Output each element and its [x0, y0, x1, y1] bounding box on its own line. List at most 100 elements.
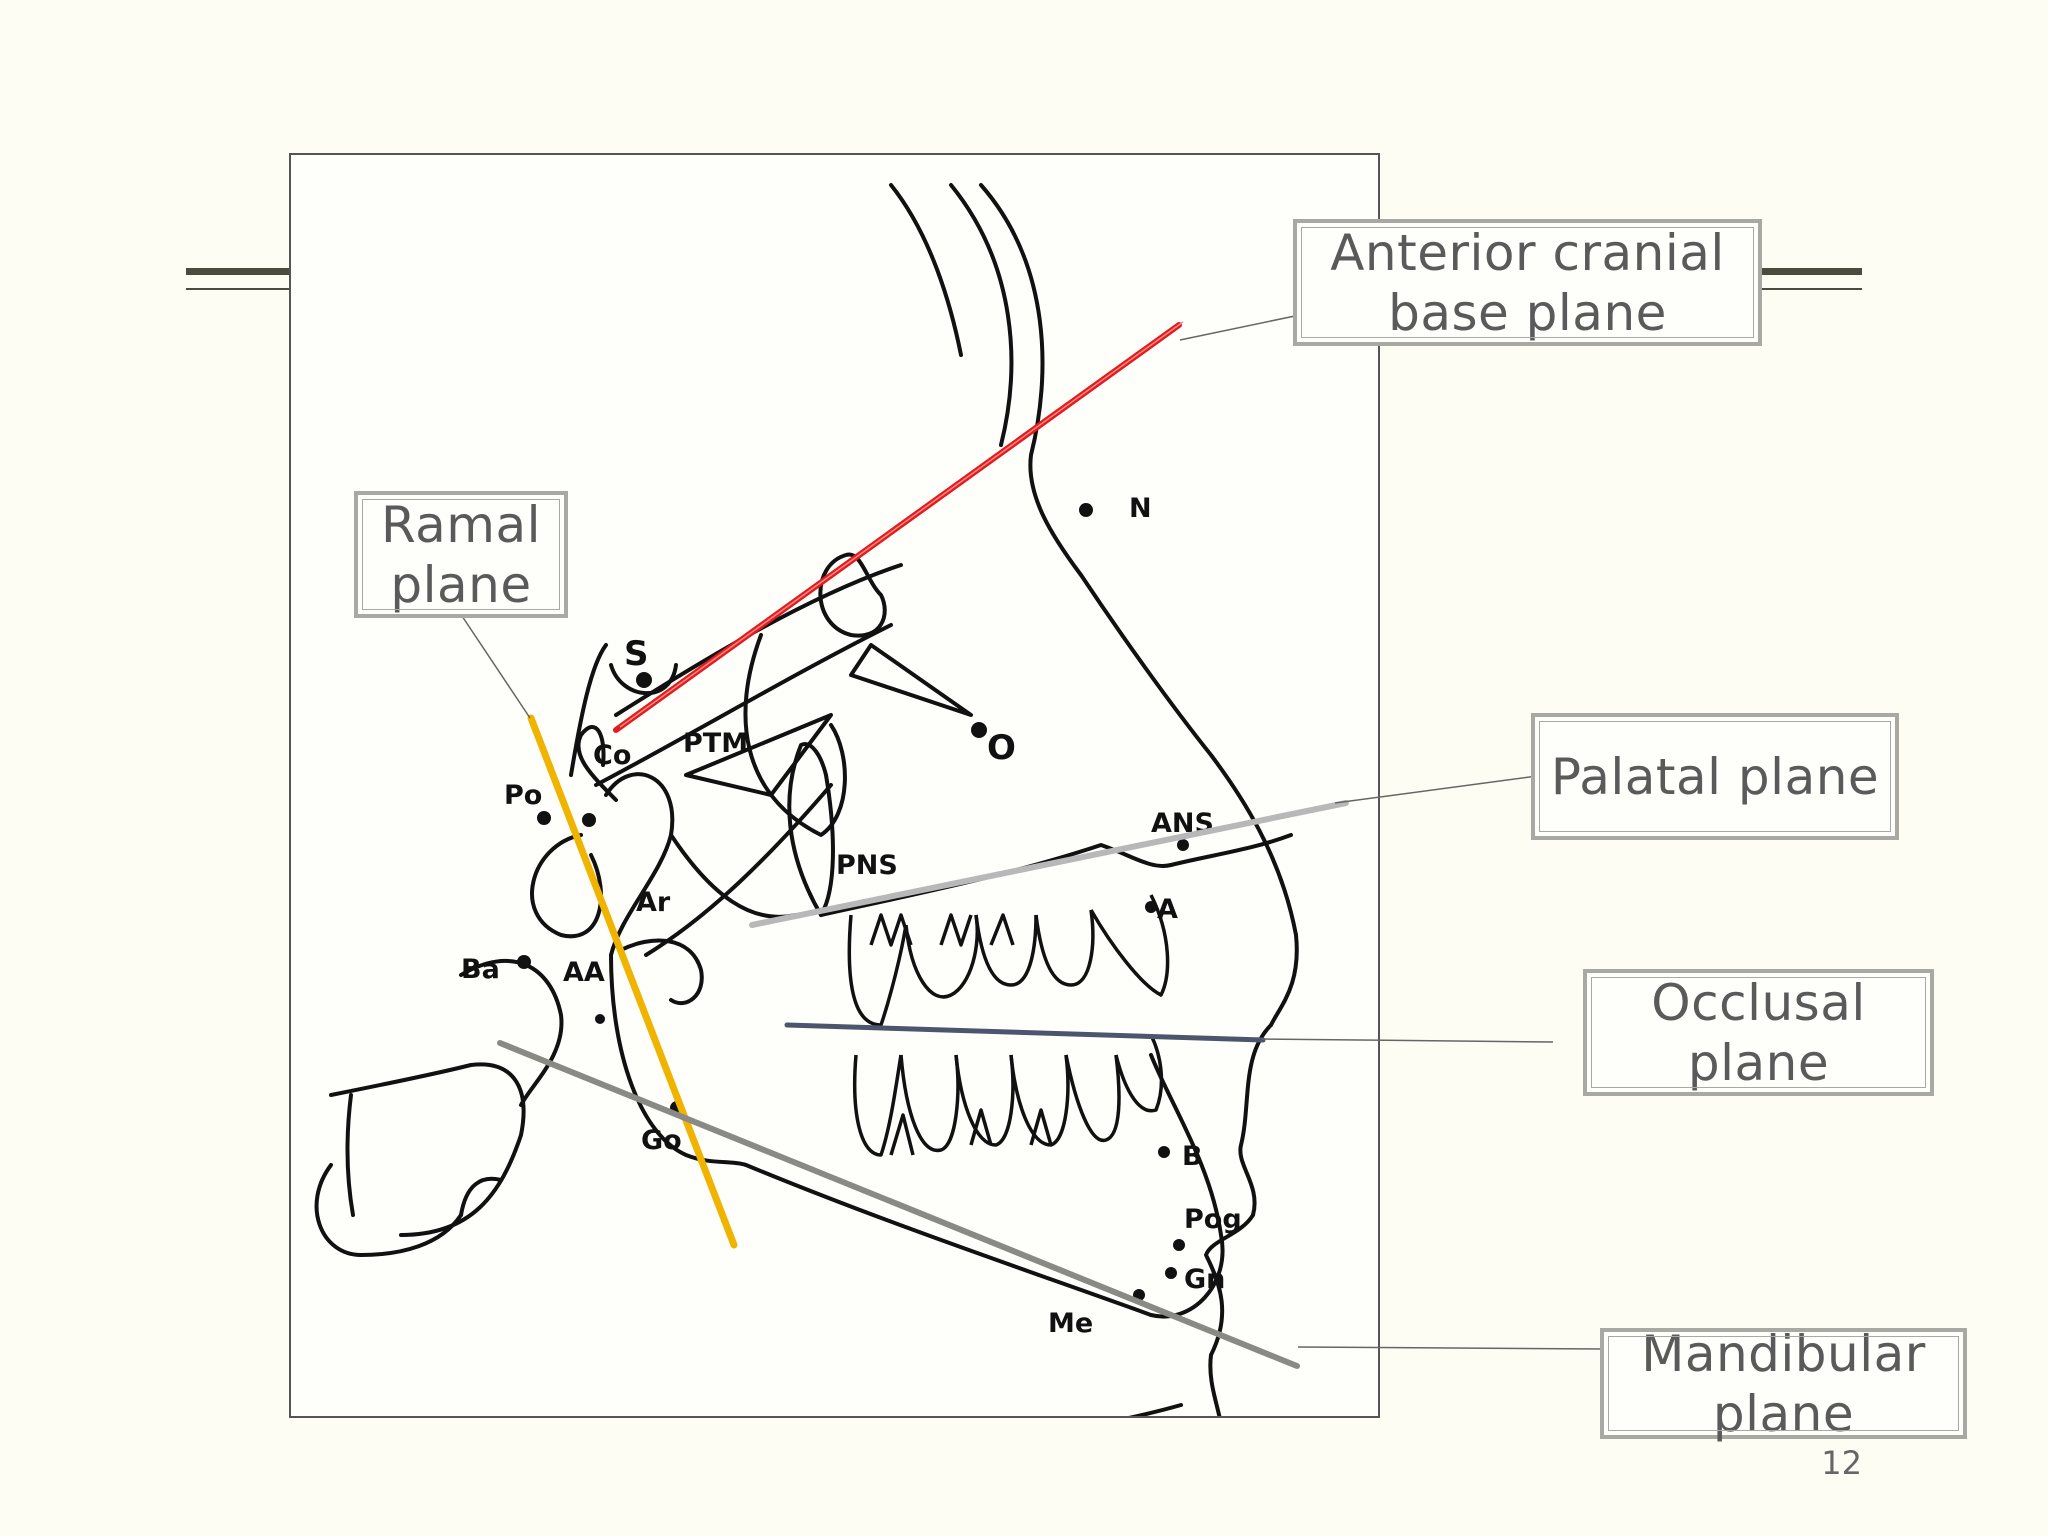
point-po2 — [537, 811, 551, 825]
submental-line — [1128, 1403, 1183, 1416]
callout-ramal-line-1: Ramal — [380, 495, 542, 554]
callout-mandibular-plane: Mandibular plane — [1600, 1325, 1967, 1443]
label-s: S — [624, 634, 649, 674]
sella-turcica — [609, 663, 678, 696]
title-rule-right-thin — [1761, 288, 1862, 290]
ptm-fissure — [787, 742, 835, 917]
frontal-sinus-curve — [889, 183, 963, 357]
spine-c3 — [314, 1163, 463, 1257]
lower-tooth-5 — [1064, 1054, 1121, 1143]
upper-cusps-3 — [989, 913, 1015, 946]
lower-lip — [1204, 1213, 1255, 1357]
label-n: N — [1129, 493, 1152, 524]
lower-tooth-4 — [1009, 1054, 1070, 1147]
lower-tooth-1 — [852, 1054, 903, 1157]
upper-tooth-1 — [847, 914, 908, 1027]
upper-tooth-3 — [974, 914, 1038, 987]
point-b — [1158, 1146, 1170, 1158]
tracing-svg: S N O Co PTM Po ANS PNS Ar A Ba AA Go B … — [314, 183, 1349, 1416]
ramal-plane — [527, 714, 738, 1249]
point-o — [971, 722, 987, 738]
lower-roots-1 — [889, 1113, 915, 1156]
cephalometric-tracing: S N O Co PTM Po ANS PNS Ar A Ba AA Go B … — [289, 153, 1380, 1418]
airway-curve — [619, 938, 704, 1006]
label-po: Po — [504, 780, 542, 811]
upper-lip — [1238, 1023, 1273, 1217]
point-ba — [517, 955, 531, 969]
callout-anterior-cranial-line-2: base plane — [1388, 283, 1667, 342]
soft-chin — [1208, 1353, 1222, 1416]
frontal-inner-curve — [949, 183, 1014, 447]
callout-occlusal-line-1: Occlusal — [1651, 973, 1866, 1032]
upper-tooth-2 — [904, 914, 979, 999]
callout-ramal-plane: Ramal plane — [354, 491, 568, 618]
spine-c3-edge — [459, 1176, 503, 1217]
point-gn — [1165, 1267, 1177, 1279]
symphysis — [1149, 1053, 1225, 1319]
lower-teeth — [852, 1034, 1164, 1157]
callout-palatal-line-1: Palatal plane — [1550, 747, 1880, 806]
callout-palatal-plane: Palatal plane — [1531, 713, 1899, 840]
upper-incisor — [1089, 894, 1170, 997]
lower-roots-3 — [1029, 1108, 1053, 1146]
upper-teeth — [847, 894, 1170, 1027]
label-gn: Gn — [1184, 1264, 1225, 1295]
point-n — [1079, 503, 1093, 517]
label-go: Go — [641, 1125, 682, 1156]
orbit-triangle — [849, 643, 973, 717]
callout-occlusal-line-2: plane — [1687, 1033, 1830, 1092]
label-ar: Ar — [636, 887, 671, 918]
porion-ring — [530, 833, 603, 939]
label-ba: Ba — [461, 954, 500, 985]
callout-anterior-cranial-base-plane: Anterior cranial base plane — [1293, 219, 1762, 346]
upper-cusps-2 — [939, 913, 973, 947]
callout-anterior-cranial-line-1: Anterior cranial — [1330, 223, 1725, 282]
callout-mandibular-line-1: Mandibular — [1641, 1324, 1926, 1383]
spine-c2-edge — [345, 1093, 355, 1217]
mandibular-plane — [497, 1040, 1300, 1369]
callout-mandibular-line-2: plane — [1712, 1384, 1855, 1443]
point-aa — [595, 1014, 605, 1024]
orbit-cross — [684, 713, 833, 797]
label-pog: Pog — [1184, 1204, 1242, 1235]
ramus-lower — [609, 953, 748, 1167]
skull-outline — [314, 183, 1299, 1416]
spine-c1 — [459, 958, 564, 1107]
point-a — [1145, 901, 1157, 913]
label-aa: AA — [563, 957, 605, 988]
label-co: Co — [593, 740, 631, 771]
lower-tooth-3 — [954, 1054, 1015, 1147]
callout-ramal-line-2: plane — [390, 555, 532, 614]
callout-occlusal-plane: Occlusal plane — [1583, 969, 1934, 1096]
title-rule-left-thick — [186, 268, 289, 275]
condyle-neck — [576, 725, 618, 802]
spine-c2 — [329, 1062, 526, 1237]
palatal-plane — [749, 800, 1349, 928]
upper-cusps-1 — [869, 913, 913, 947]
ba-to-ptm — [644, 783, 833, 957]
lower-roots-2 — [969, 1108, 993, 1146]
title-rule-right-thick — [1761, 268, 1862, 275]
point-po-inner — [588, 817, 594, 823]
mandible-body — [744, 1163, 1153, 1317]
label-o: O — [987, 728, 1016, 768]
point-s — [636, 672, 652, 688]
label-b: B — [1182, 1141, 1203, 1172]
label-a: A — [1157, 894, 1178, 925]
frontal-outer-curve — [979, 183, 1083, 577]
lower-tooth-2 — [899, 1054, 960, 1153]
page-number: 12 — [1821, 1444, 1862, 1482]
anterior-cranial-base-plane-highlight — [619, 321, 1184, 728]
occlusal-plane — [784, 1022, 1266, 1043]
point-ans — [1177, 839, 1189, 851]
landmark-points — [517, 503, 1189, 1301]
nasal-profile — [1079, 573, 1298, 937]
nose-tip — [1269, 933, 1299, 1027]
upper-tooth-4 — [1034, 909, 1095, 987]
ans-line — [1169, 833, 1293, 867]
lower-incisor — [1114, 1034, 1164, 1113]
cranial-base-lower — [594, 623, 893, 787]
label-me: Me — [1048, 1308, 1093, 1339]
title-rule-left-thin — [186, 288, 289, 290]
